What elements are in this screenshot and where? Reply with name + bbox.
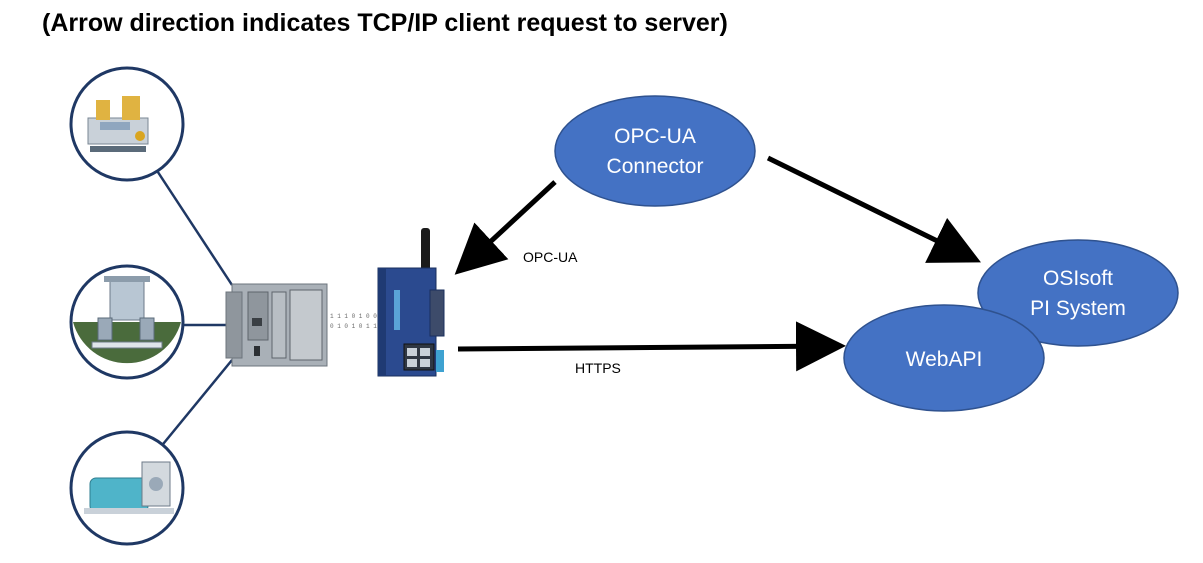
opcua-connector-node: OPC-UA Connector (554, 95, 756, 207)
webapi-label: WebAPI (906, 348, 983, 371)
svg-text:0 1 0 1 0 1 1 0: 0 1 0 1 0 1 1 0 (330, 323, 384, 330)
arrow-opcua (454, 180, 557, 275)
opcua-connector-label-line2: Connector (607, 155, 704, 178)
device-link-top (148, 159, 234, 286)
industrial-valve-icon (69, 264, 185, 380)
osisoft-node: OSIsoft PI System (977, 239, 1179, 347)
arrow-connector-to-osisoft (766, 155, 981, 263)
webapi-node: WebAPI (843, 304, 1045, 412)
arrow-https (457, 321, 846, 372)
plc-icon (225, 283, 328, 367)
osisoft-label-line2: PI System (1030, 297, 1126, 320)
motor-pump-icon (69, 430, 185, 546)
osisoft-label-line1: OSIsoft (1043, 267, 1113, 290)
factory-line-icon (69, 66, 185, 182)
opcua-connector-label-line1: OPC-UA (614, 125, 696, 148)
edge-label-opcua: OPC-UA (523, 249, 578, 265)
data-stream-icon: 1 1 1 0 1 0 0 0 0 1 0 1 0 1 1 0 (330, 313, 384, 330)
diagram-title: (Arrow direction indicates TCP/IP client… (42, 9, 728, 37)
svg-text:1 1 1 0 1 0 0 0: 1 1 1 0 1 0 0 0 (330, 313, 384, 320)
iot-gateway-icon (377, 228, 445, 377)
edge-label-https: HTTPS (575, 360, 621, 376)
device-link-bottom (149, 359, 233, 461)
